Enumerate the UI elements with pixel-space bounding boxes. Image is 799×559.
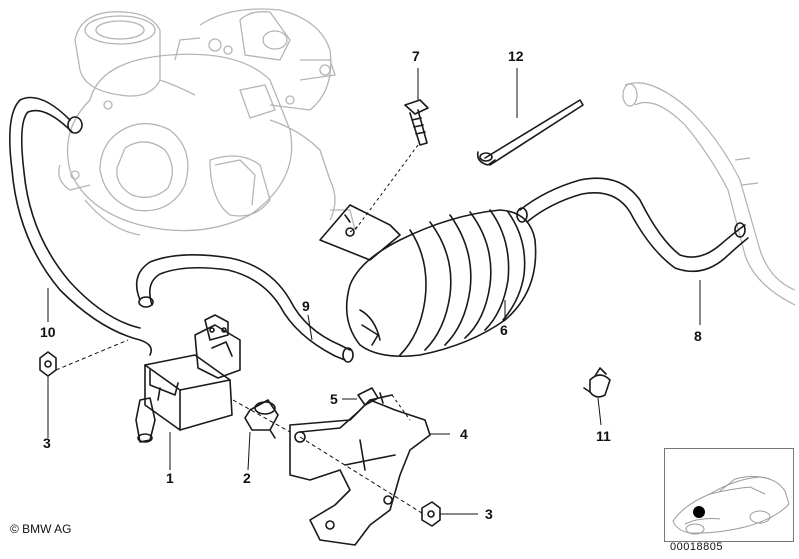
leader-lines [47,68,701,516]
copyright-text: © BMW AG [10,522,72,536]
car-outline-icon [672,476,790,535]
label-part-10: 10 [40,324,56,340]
label-part-5: 5 [330,391,338,407]
label-part-12: 12 [508,48,524,64]
label-part-4: 4 [460,426,468,442]
turbocharger-drawing [58,8,356,236]
components-drawing [8,96,749,546]
intake-pipe-drawing [622,82,796,306]
diagram-reference-number: 00018805 [670,541,723,553]
label-part-1: 1 [166,470,174,486]
label-part-3-left: 3 [43,435,51,451]
label-part-9: 9 [302,298,310,314]
label-part-6: 6 [500,322,508,338]
label-part-7: 7 [412,48,420,64]
label-part-2: 2 [243,470,251,486]
label-part-11: 11 [596,428,611,444]
vehicle-inset [664,448,794,542]
label-part-3-right: 3 [485,506,493,522]
label-part-8: 8 [694,328,702,344]
